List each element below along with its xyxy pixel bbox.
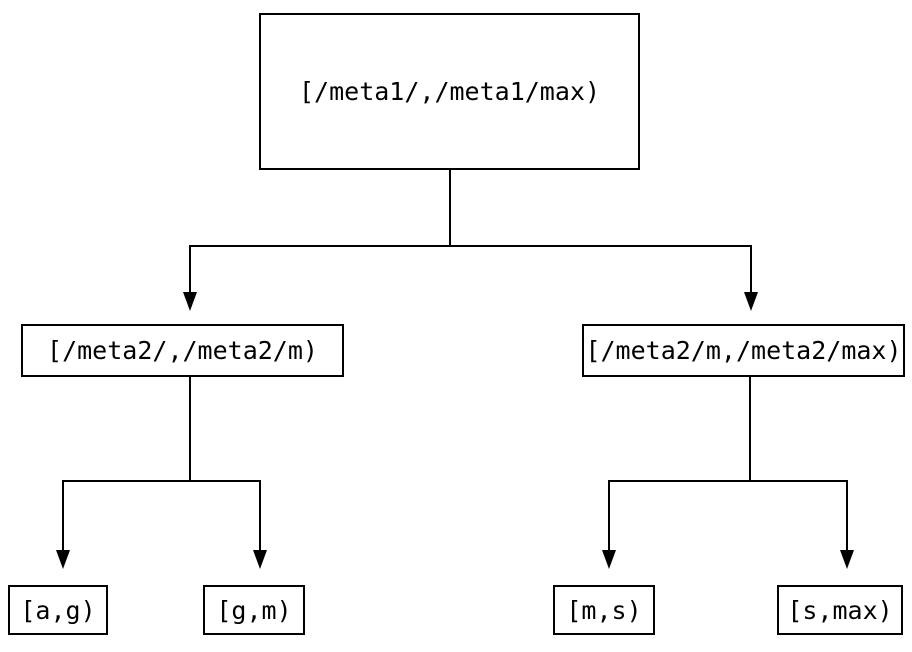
tree-node-leaf-m-s: [m,s): [553, 585, 655, 635]
edge-meta2-high-to-s-max: [750, 480, 848, 551]
tree-node-meta2-high: [/meta2/m,/meta2/max): [582, 324, 905, 377]
edge-meta2-high-to-m-s: [608, 377, 751, 551]
arrowhead-g-m: [253, 550, 267, 569]
arrowhead-meta2-high: [744, 292, 758, 311]
tree-node-root: [/meta1/,/meta1/max): [259, 13, 640, 170]
arrowhead-a-g: [56, 550, 70, 569]
arrowhead-meta2-low: [183, 292, 197, 311]
tree-node-leaf-g-m: [g,m): [203, 585, 305, 635]
arrowhead-s-max: [840, 550, 854, 569]
tree-node-leaf-a-g: [a,g): [8, 585, 108, 635]
edge-root-to-meta2-low: [189, 170, 451, 293]
tree-node-leaf-s-max: [s,max): [777, 585, 903, 635]
edge-meta2-low-to-a-g: [62, 377, 191, 551]
edge-meta2-low-to-g-m: [190, 480, 261, 551]
tree-node-meta2-low: [/meta2/,/meta2/m): [21, 324, 344, 377]
arrowhead-m-s: [602, 550, 616, 569]
edge-root-to-meta2-high: [450, 245, 752, 293]
